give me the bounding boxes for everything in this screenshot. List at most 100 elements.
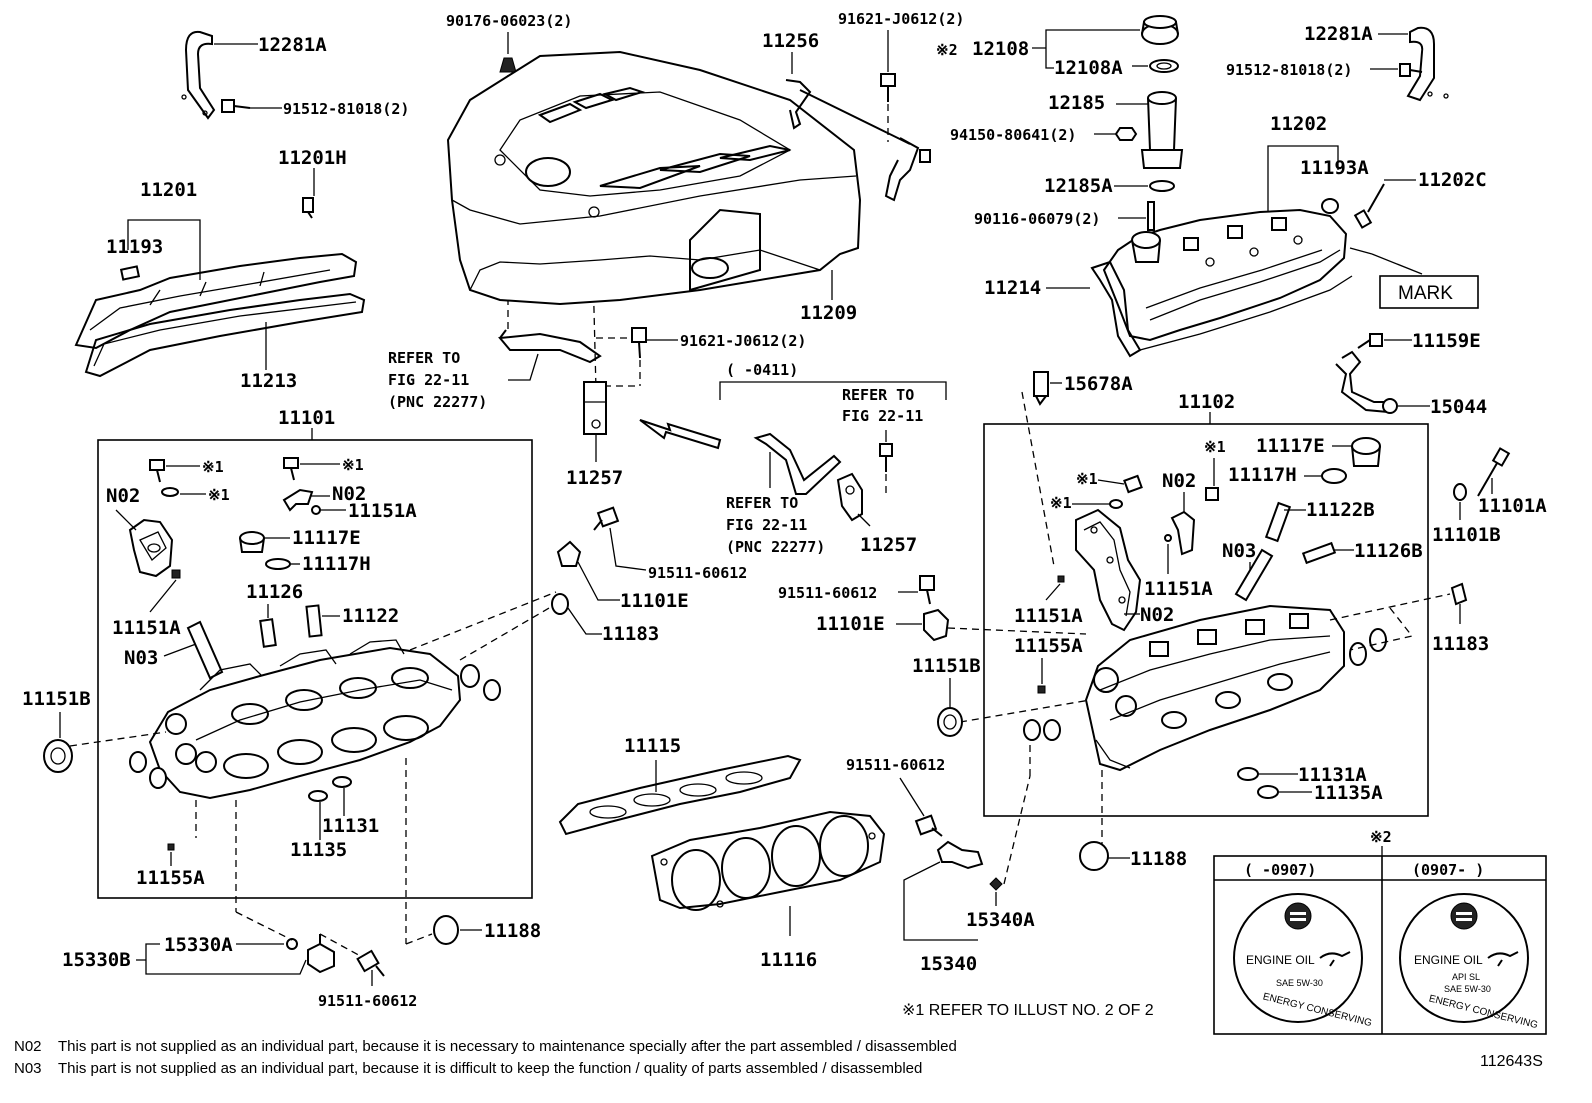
bolt-11202c xyxy=(1353,183,1385,229)
label-n03-right: N03 xyxy=(1222,540,1256,562)
mark-12108: ※2 xyxy=(936,41,958,59)
bolt-91512-left xyxy=(221,99,251,113)
label-11155a-right: 11155A xyxy=(1014,635,1083,657)
label-11214: 11214 xyxy=(984,277,1041,299)
bolt-11201h xyxy=(302,197,314,219)
label-12281a-right: 12281A xyxy=(1304,23,1373,45)
cap-right-range: (0907- ) xyxy=(1412,861,1484,879)
bracket-refer-fig-right xyxy=(753,432,842,495)
label-11151a-d: 11151A xyxy=(1014,605,1083,627)
label-11126b: 11126B xyxy=(1354,540,1423,562)
label-15044: 15044 xyxy=(1430,396,1487,418)
head-cover-right xyxy=(1102,208,1348,342)
gasket-12185a xyxy=(1149,180,1175,192)
label-11115: 11115 xyxy=(624,735,681,757)
label-11135a: 11135A xyxy=(1314,782,1383,804)
refer-c-line2: FIG 22-11 xyxy=(842,407,923,425)
label-11159e: 11159E xyxy=(1412,330,1481,352)
plug-11117e-right xyxy=(1351,437,1381,467)
seal-11131 xyxy=(332,776,352,788)
label-11256: 11256 xyxy=(762,30,819,52)
label-11257-right: 11257 xyxy=(860,534,917,556)
washer-star-f xyxy=(1109,499,1123,509)
oring-15340a xyxy=(989,877,1003,891)
label-15340: 15340 xyxy=(920,953,977,975)
label-12108a: 12108A xyxy=(1054,57,1123,79)
label-12281a-left: 12281A xyxy=(258,34,327,56)
cap-energy-2: ENERGY CONSERVING xyxy=(1428,993,1539,1031)
label-11135: 11135 xyxy=(290,839,347,861)
label-15330a: 15330A xyxy=(164,934,233,956)
refer-b-line1: REFER TO xyxy=(726,494,798,512)
cap-api: API SL xyxy=(1452,972,1480,982)
label-11257-mid: 11257 xyxy=(566,467,623,489)
gasket-11214 xyxy=(1090,260,1353,358)
bracket-12281a-left xyxy=(181,30,216,120)
label-91511-c: 91511-60612 xyxy=(846,756,945,774)
label-11193a: 11193A xyxy=(1300,157,1369,179)
refer-c-line1: REFER TO xyxy=(842,386,914,404)
label-11188-right: 11188 xyxy=(1130,848,1187,870)
box-11101 xyxy=(97,439,533,899)
cap-inset-box xyxy=(1213,855,1547,1035)
washer-11101b xyxy=(1453,483,1467,501)
refer-a-line1: REFER TO xyxy=(388,349,460,367)
label-11116: 11116 xyxy=(760,949,817,971)
label-91511-b: 91511-60612 xyxy=(778,584,877,602)
n03-note: This part is not supplied as an individu… xyxy=(58,1060,922,1077)
label-11155a-left: 11155A xyxy=(136,867,205,889)
guide-11126 xyxy=(259,618,277,648)
pipe-15044 xyxy=(1335,350,1398,414)
bolt-refer-right xyxy=(879,443,893,472)
bracket-refer-fig-left xyxy=(498,329,602,364)
oring-15330a xyxy=(286,938,298,950)
label-11117e-left: 11117E xyxy=(292,527,361,549)
plug-11183-right xyxy=(1450,582,1468,606)
plug-11117e-left xyxy=(239,531,265,553)
grommet-11193a xyxy=(1321,198,1339,214)
plug-15678a xyxy=(1033,371,1049,406)
bracket-n02-mid xyxy=(282,488,314,512)
mount-n02-left xyxy=(128,518,174,578)
oil-cap-12108 xyxy=(1141,15,1179,45)
label-15330b: 15330B xyxy=(62,949,131,971)
refer-b-line2: FIG 22-11 xyxy=(726,516,807,534)
plug-11188-right xyxy=(1079,841,1109,871)
sensor-11101e-right xyxy=(923,608,950,642)
pin-11151a-right xyxy=(1057,575,1065,583)
cap-energy-1: ENERGY CONSERVING xyxy=(1262,991,1373,1029)
plug-11188-left xyxy=(433,915,459,945)
refer-illust-note: ※1 REFER TO ILLUST NO. 2 OF 2 xyxy=(902,1002,1154,1019)
label-91511-a: 91511-60612 xyxy=(648,564,747,582)
star1-d: ※1 xyxy=(1204,438,1226,456)
bolt-91621-top xyxy=(880,73,896,102)
filler-pipe-12185 xyxy=(1140,91,1184,169)
label-11151a-c: 11151A xyxy=(1144,578,1213,600)
pin-11155a-right xyxy=(1037,685,1046,694)
label-11101e-left: 11101E xyxy=(620,590,689,612)
label-11151a-b: 11151A xyxy=(348,500,417,522)
label-11202c: 11202C xyxy=(1418,169,1487,191)
bracket-11256 xyxy=(785,79,931,202)
label-11151b-left: 11151B xyxy=(22,688,91,710)
bolt-star-c xyxy=(283,457,299,481)
seal-11135 xyxy=(308,790,328,802)
label-n03-left: N03 xyxy=(124,647,158,669)
bolt-star-a xyxy=(149,459,165,483)
seal-11151b-left xyxy=(43,739,73,773)
bolt-91511-d xyxy=(356,949,385,977)
cap-engine-oil-2: ENGINE OIL xyxy=(1414,953,1483,967)
label-91621-top: 91621-J0612(2) xyxy=(838,10,964,28)
label-90116: 90116-06079(2) xyxy=(974,210,1100,228)
cap-sae-1: SAE 5W-30 xyxy=(1276,978,1323,988)
n02-code: N02 xyxy=(14,1038,42,1055)
tube-n03-left xyxy=(186,620,224,680)
gasket-11116 xyxy=(650,810,886,911)
bolt-91511-b xyxy=(919,575,935,605)
cap-engine-oil-1: ENGINE OIL xyxy=(1246,953,1315,967)
ring-11117h-right xyxy=(1321,468,1347,484)
label-11126: 11126 xyxy=(246,581,303,603)
bolt-91511-c xyxy=(914,814,943,837)
cylinder-head-right xyxy=(1084,604,1345,772)
head-cover-left xyxy=(74,252,358,350)
